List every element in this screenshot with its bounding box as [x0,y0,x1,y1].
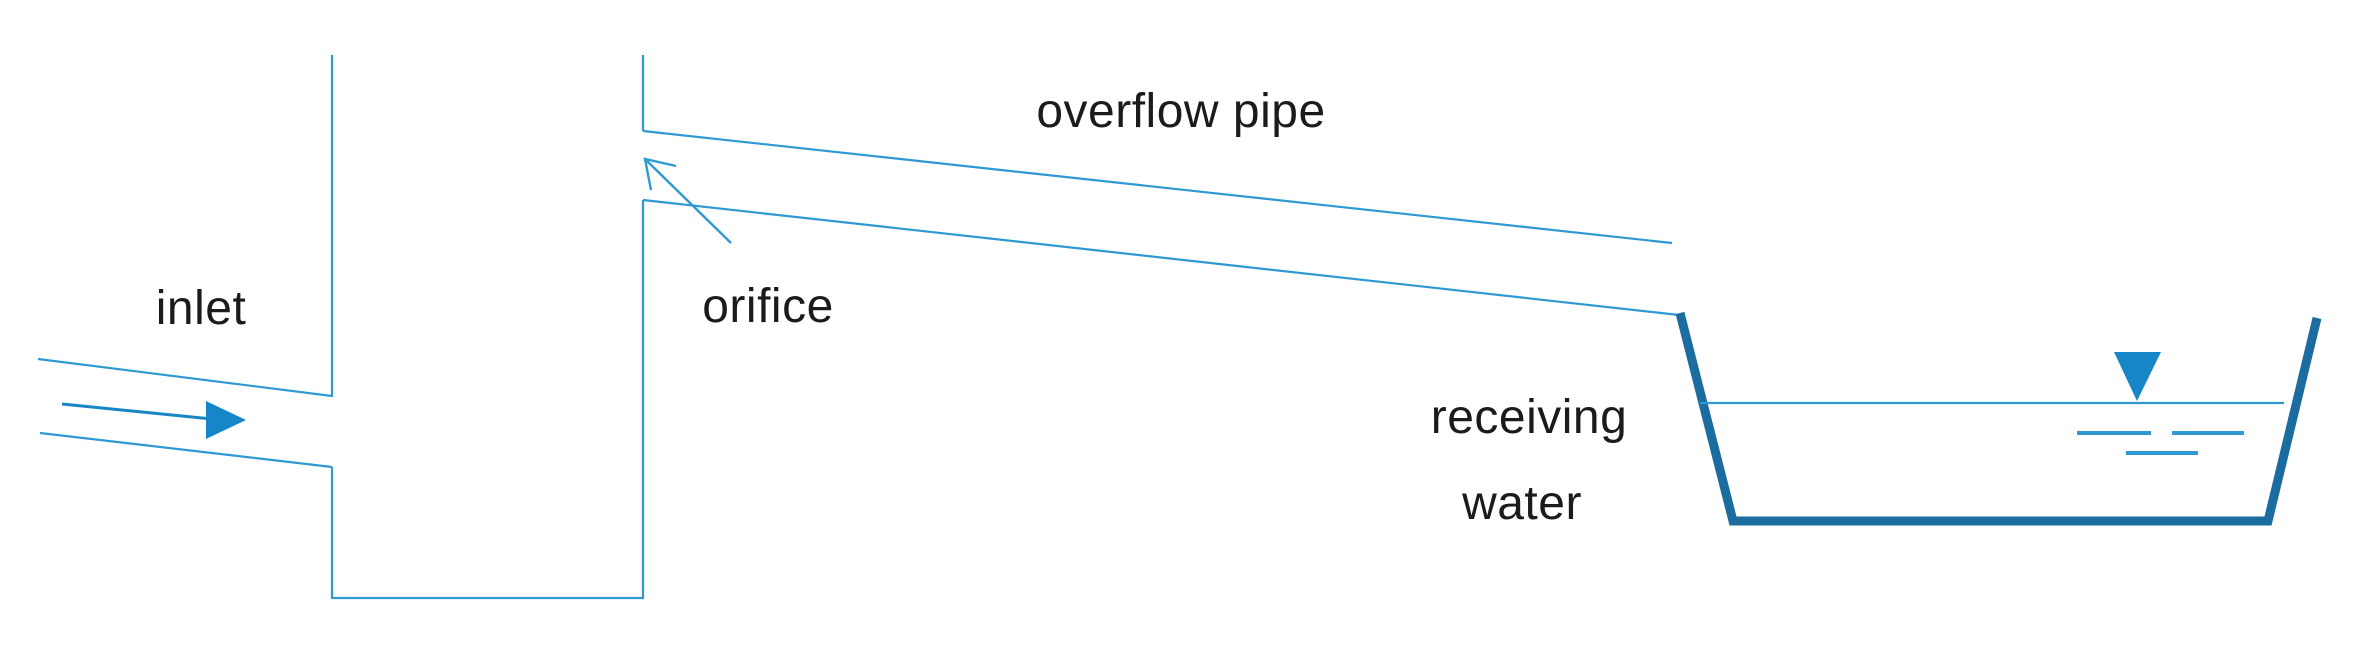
inlet-arrow-head [206,401,246,439]
orifice-pointer-arrow-icon [643,157,732,244]
overflow-pipe-top-line [642,129,1673,245]
water-level-nabla-icon [2114,352,2161,401]
basin-outline [1675,311,2322,526]
inlet-pipe [37,357,333,469]
inlet-flow-arrow-icon [61,401,246,439]
orifice-arrow-shaft [646,160,732,244]
overflow-pipe-bottom-line [642,198,1680,317]
orifice-arrow-head [643,157,677,191]
receiving-water-label-line1: receiving [1431,391,1628,444]
receiving-water-label-line2: water [1461,477,1582,530]
inlet-arrow-shaft [61,402,213,421]
inlet-pipe-bottom-line [39,431,333,469]
inlet-pipe-top-line [37,357,333,398]
inflow-chamber [330,55,645,600]
orifice-label: orifice [702,280,834,333]
overflow-pipe-label: overflow pipe [1036,85,1325,138]
receiving-water-basin [1675,311,2322,526]
overflow-pipe [642,129,1680,317]
inlet-label: inlet [156,282,247,335]
